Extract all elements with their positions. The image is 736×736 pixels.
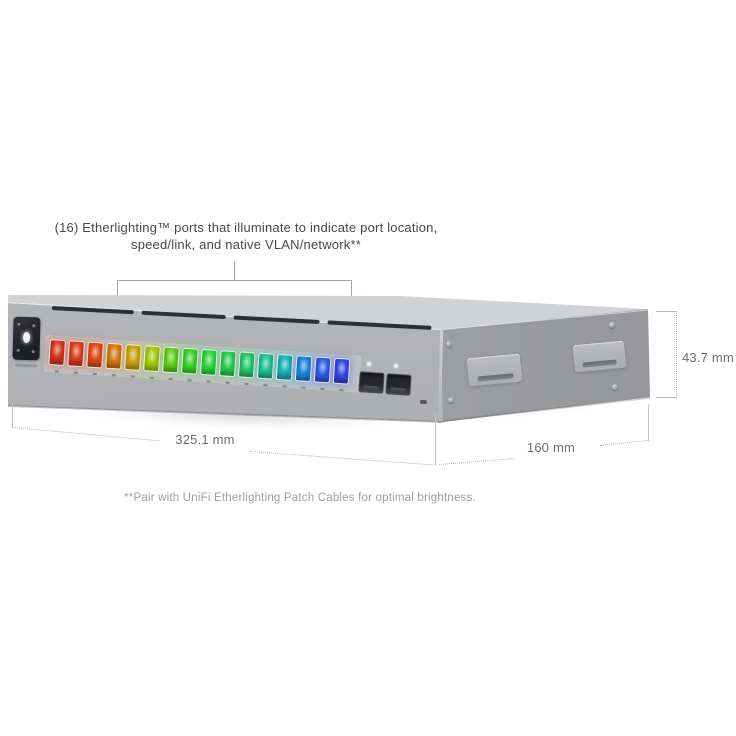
dimension-line-depth (439, 458, 514, 465)
ethernet-port-13 (275, 353, 294, 381)
screw (612, 384, 618, 390)
screw (446, 341, 452, 347)
port-number-mark (338, 388, 343, 391)
ethernet-port-11 (237, 351, 256, 379)
dimension-tick (648, 404, 649, 441)
etherlighting-annotation: (16) Etherlighting™ ports that illuminat… (0, 219, 492, 253)
ethernet-port-12 (256, 352, 275, 380)
ethernet-port-8 (181, 347, 199, 375)
touchscreen-display (12, 316, 41, 361)
ethernet-port-2 (67, 340, 86, 368)
dimension-line-width (249, 451, 434, 466)
port-number-mark (73, 371, 78, 374)
ethernet-port-3 (86, 341, 105, 369)
display-glow (22, 331, 31, 344)
port-number-mark (300, 386, 305, 389)
sfp-latch (363, 385, 379, 391)
display-dot (17, 322, 21, 326)
ethernet-port-9 (199, 348, 218, 376)
port-number-mark (224, 381, 230, 384)
recess-slot (582, 359, 617, 368)
ethernet-port-1 (48, 339, 67, 367)
sfp-port-1 (358, 371, 385, 394)
display-dot (16, 348, 20, 352)
sfp-port-2 (385, 373, 412, 396)
dimension-line-width (12, 427, 160, 442)
side-handle-recess (466, 353, 523, 387)
dimension-tick (435, 413, 436, 466)
port-number-mark (111, 374, 116, 376)
port-number-mark (281, 385, 286, 388)
dimension-bracket-top (656, 311, 677, 312)
port-number-mark (206, 380, 211, 383)
port-number-mark (243, 382, 249, 385)
ethernet-port-4 (105, 342, 124, 370)
screw (448, 397, 454, 403)
ethernet-port-14 (294, 355, 313, 383)
footnote-text: **Pair with UniFi Etherlighting Patch Ca… (124, 492, 476, 504)
dimension-line-height (676, 311, 677, 398)
port-number-mark (54, 370, 59, 373)
ethernet-port-5 (124, 343, 142, 371)
sfp-led-indicator (394, 364, 398, 368)
ethernet-port-15 (313, 356, 332, 384)
port-number-mark (130, 375, 135, 378)
width-dimension-label: 325.1 mm (175, 432, 235, 447)
screw (609, 322, 615, 328)
port-number-mark (168, 377, 173, 380)
port-number-mark (149, 376, 154, 379)
callout-bracket-line (117, 280, 352, 281)
ethernet-port-7 (162, 346, 180, 374)
sfp-led-indicator (367, 362, 371, 366)
annotation-line-2: speed/link, and native VLAN/network** (131, 237, 361, 252)
side-handle-recess (572, 340, 627, 373)
dimension-tick (12, 403, 13, 428)
sfp-latch (390, 387, 406, 393)
depth-dimension-label: 160 mm (526, 440, 576, 455)
display-dot (31, 350, 35, 354)
ethernet-port-10 (218, 350, 237, 378)
port-number-mark (262, 384, 268, 386)
recess-slot (477, 373, 514, 382)
height-dimension-label: 43.7 mm (682, 350, 734, 365)
dimension-bracket-bottom (656, 397, 677, 398)
port-number-mark (319, 387, 324, 390)
power-icon (419, 399, 428, 405)
port-number-mark (187, 379, 192, 381)
ethernet-port-6 (143, 345, 161, 373)
annotation-line-1: (16) Etherlighting™ ports that illuminat… (54, 220, 438, 235)
port-number-mark (92, 372, 97, 375)
display-dot (32, 324, 36, 328)
ethernet-port-16 (332, 357, 351, 385)
dimension-line-depth (600, 439, 648, 446)
callout-stem-line (234, 261, 235, 280)
